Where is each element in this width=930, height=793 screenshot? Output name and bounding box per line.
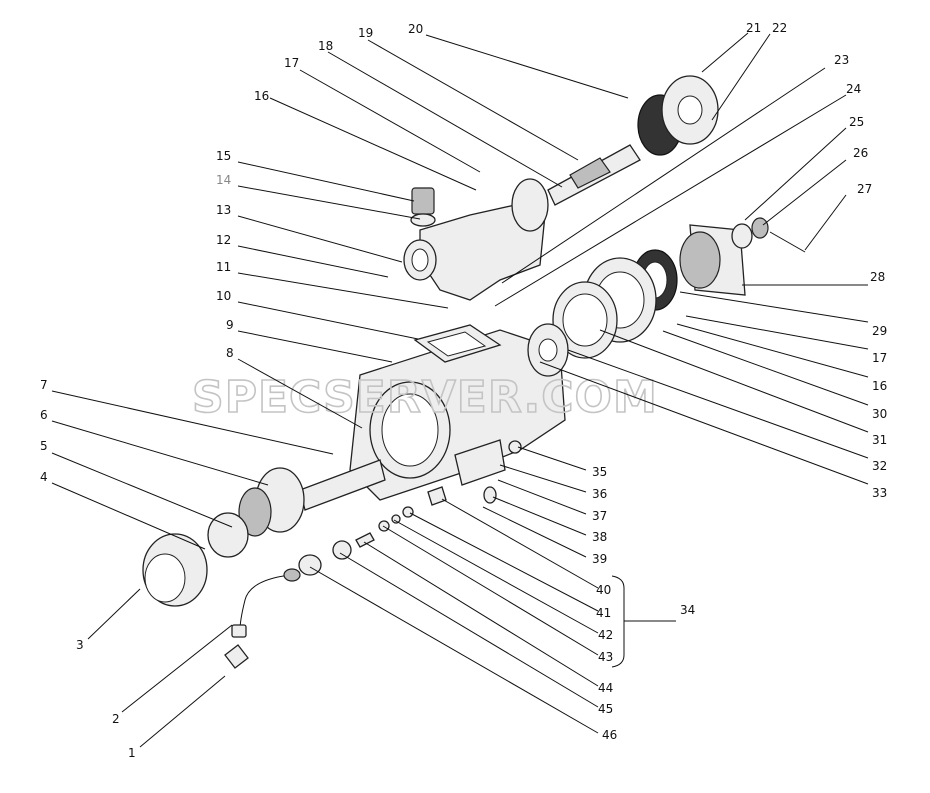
callout-37: 37 (592, 509, 607, 523)
upper-housing (403, 144, 641, 301)
callout-36: 36 (592, 487, 607, 501)
callout-7: 7 (40, 378, 48, 392)
callout-19: 19 (358, 26, 373, 40)
callout-4: 4 (40, 470, 48, 484)
top-cover-gasket (413, 324, 502, 363)
callout-46: 46 (602, 728, 617, 742)
callout-12: 12 (216, 233, 231, 247)
callout-33: 33 (872, 486, 887, 500)
callout-39: 39 (592, 552, 607, 566)
watermark: SPECSERVER.COM (192, 372, 658, 423)
callout-27: 27 (857, 182, 872, 196)
callout-6: 6 (40, 408, 48, 422)
callout-16b: 16 (872, 379, 887, 393)
callout-31: 31 (872, 433, 887, 447)
callout-13: 13 (216, 203, 231, 217)
callout-29: 29 (872, 324, 887, 338)
callout-30: 30 (872, 407, 887, 421)
coupling-sleeve (142, 533, 208, 607)
callout-10: 10 (216, 289, 231, 303)
callout-17b: 17 (872, 351, 887, 365)
callout-34: 34 (680, 603, 695, 617)
end-nut-bolt (731, 217, 806, 253)
callout-38: 38 (592, 530, 607, 544)
callout-23: 23 (834, 53, 849, 67)
switch-sensor (410, 187, 436, 227)
callout-labels: 1 2 3 4 5 6 7 8 9 10 11 12 13 14 15 16 1… (40, 21, 887, 760)
leader-lines (51, 32, 869, 748)
callout-20: 20 (408, 22, 423, 36)
flange-cap (637, 75, 719, 156)
callout-35: 35 (592, 465, 607, 479)
right-flange (632, 224, 746, 311)
sensor-cable (224, 568, 301, 669)
callout-8: 8 (226, 346, 234, 360)
callout-42: 42 (598, 628, 613, 642)
callout-2: 2 (112, 712, 120, 726)
callout-43: 43 (598, 650, 613, 664)
callout-41: 41 (596, 606, 611, 620)
callout-40: 40 (596, 583, 611, 597)
callout-44: 44 (598, 681, 613, 695)
retaining-ring (207, 512, 249, 558)
group-bracket (611, 575, 625, 668)
callout-28: 28 (870, 270, 885, 284)
callout-1: 1 (128, 746, 136, 760)
callout-3: 3 (76, 638, 84, 652)
callout-9: 9 (226, 318, 234, 332)
callout-5: 5 (40, 439, 48, 453)
callout-32: 32 (872, 459, 887, 473)
callout-15: 15 (216, 149, 231, 163)
callout-21: 21 (746, 21, 761, 35)
callout-22: 22 (772, 21, 787, 35)
callout-25: 25 (849, 115, 864, 129)
callout-24: 24 (846, 82, 861, 96)
callout-26: 26 (853, 146, 868, 160)
input-shaft-gear (238, 459, 386, 537)
callout-17: 17 (284, 56, 299, 70)
callout-16: 16 (254, 89, 269, 103)
callout-45: 45 (598, 702, 613, 716)
cover-gaskets (527, 257, 657, 377)
callout-18: 18 (318, 39, 333, 53)
callout-11: 11 (216, 260, 231, 274)
main-housing (349, 329, 566, 501)
callout-14: 14 (216, 173, 231, 187)
small-fittings (298, 440, 522, 576)
